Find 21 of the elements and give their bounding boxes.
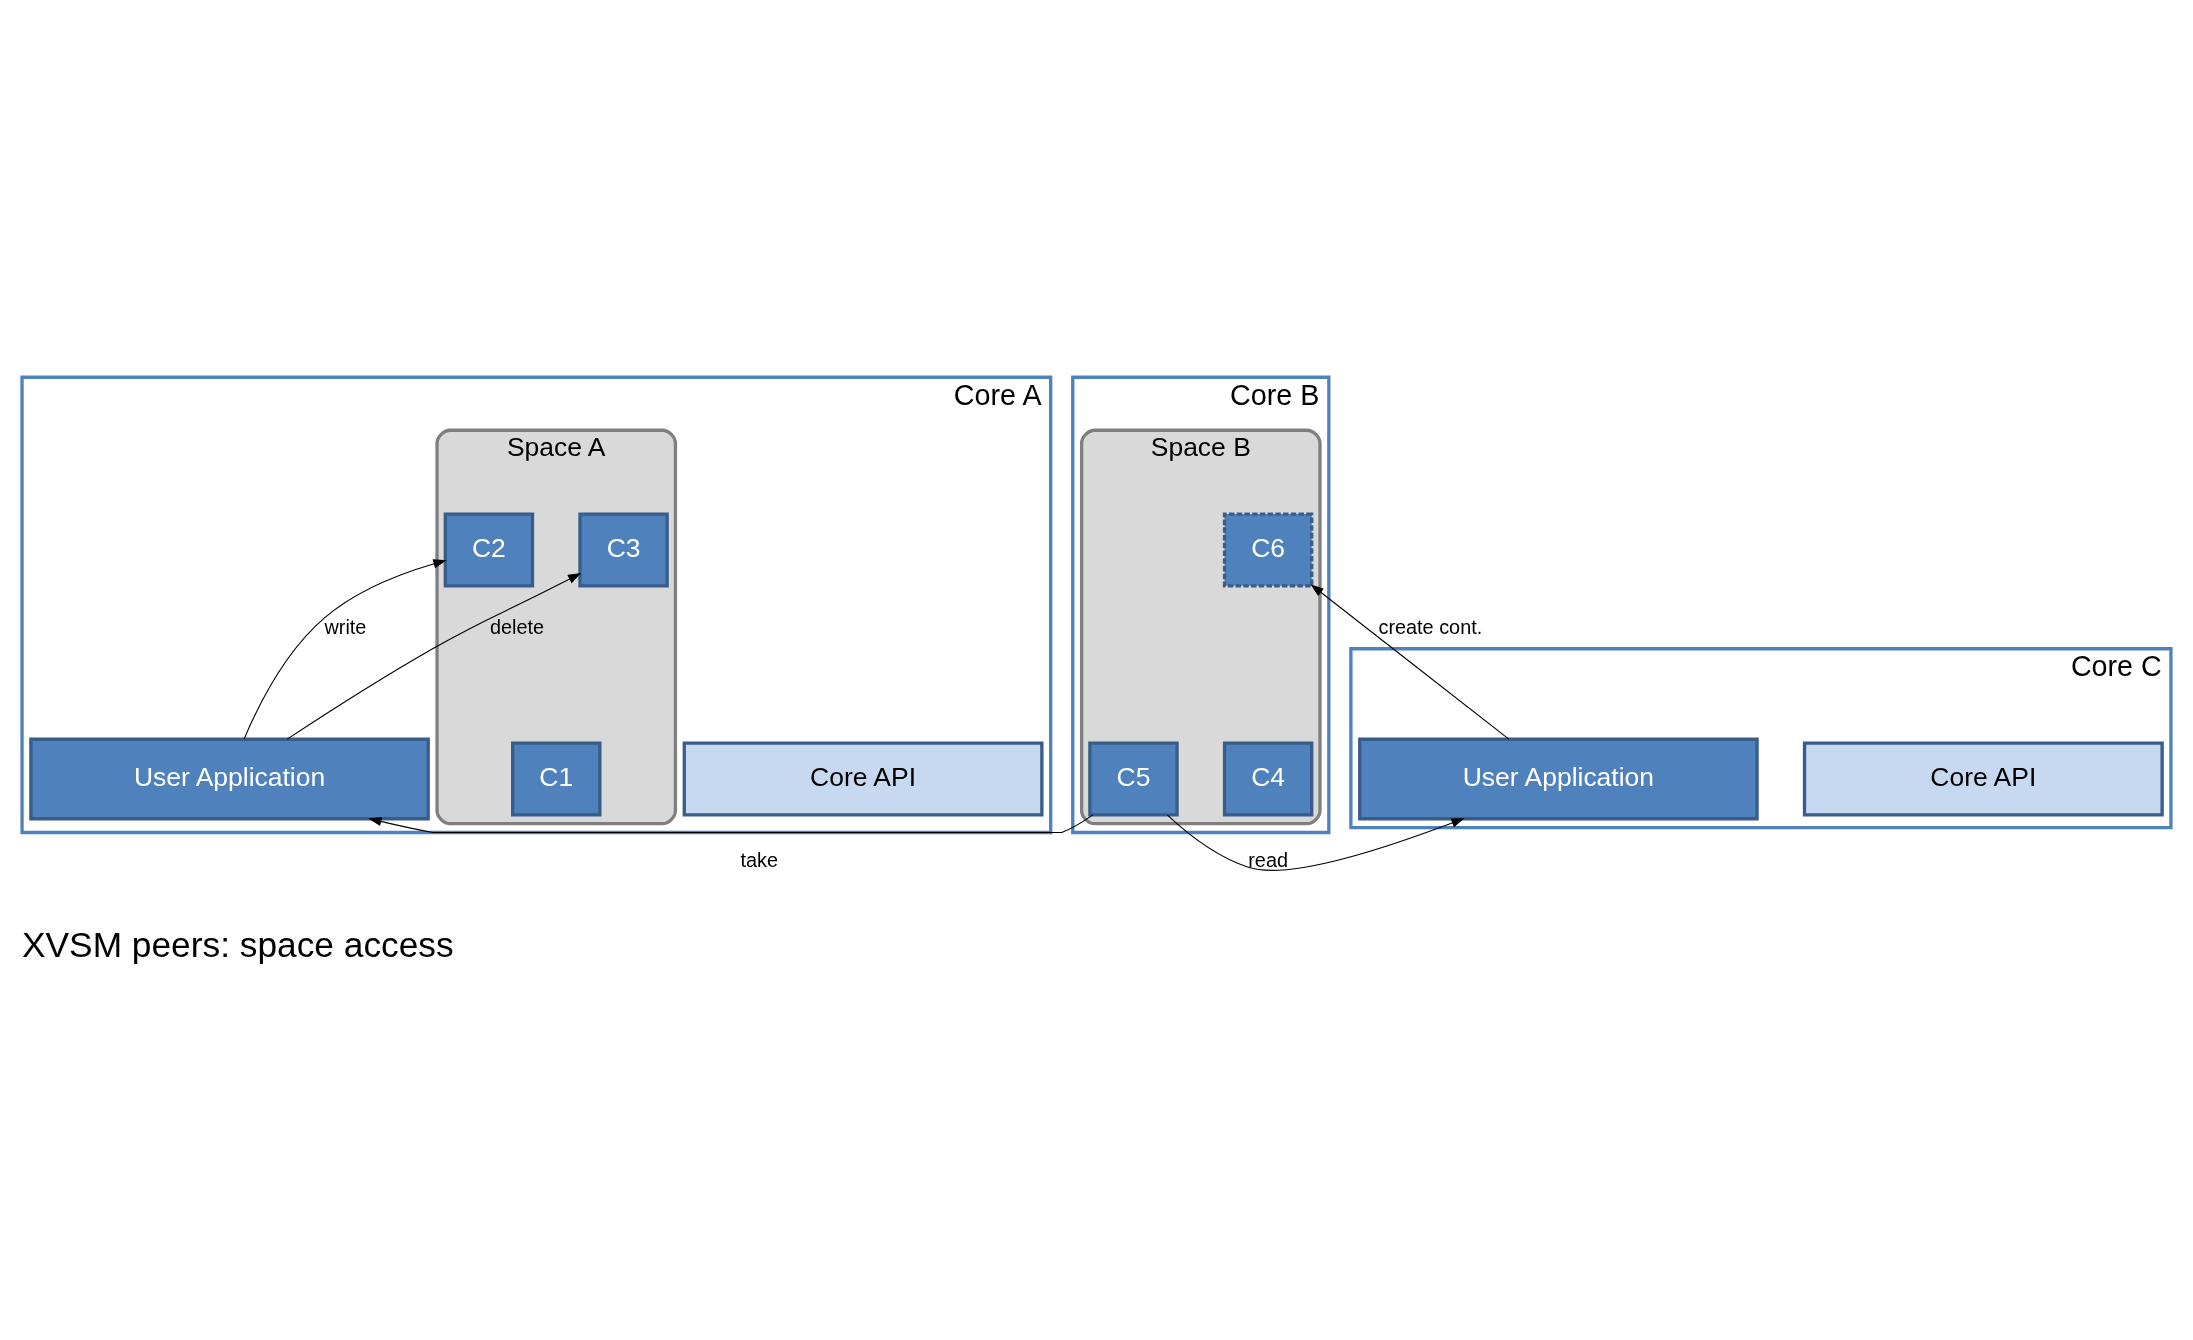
arrow (1310, 584, 1510, 740)
node-box: C5 (1088, 741, 1179, 817)
node-box: Core API (1802, 741, 2164, 817)
edge-label: delete (490, 615, 545, 638)
node-box: User Application (1358, 737, 1759, 821)
arrow (368, 814, 1094, 834)
edge-label: write (324, 615, 367, 638)
edge-label: read (1248, 848, 1288, 871)
node-box: User Application (29, 737, 430, 821)
diagram-title: XVSM peers: space access (22, 924, 454, 964)
node-box: C4 (1222, 741, 1314, 817)
arrow (286, 573, 582, 740)
edge-label: create cont. (1378, 615, 1483, 638)
node-box: C3 (578, 512, 669, 588)
node-box: C6 (1222, 512, 1314, 588)
arrow (1166, 814, 1465, 871)
node-box: Core API (682, 741, 1044, 817)
node-box: C1 (511, 741, 602, 817)
arrow (243, 559, 447, 740)
edge-label: take (740, 848, 779, 871)
node-box: C2 (443, 512, 535, 588)
